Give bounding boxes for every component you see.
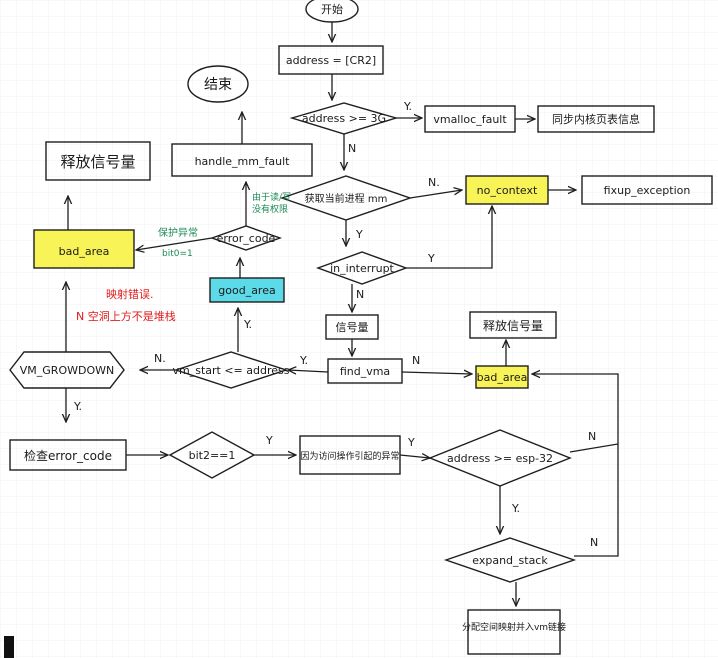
edge-label-y9: Y.	[511, 502, 520, 515]
find-vma-label: find_vma	[340, 365, 390, 378]
annotation-mapping-error: 映射错误.	[106, 287, 154, 301]
release-signal-right-label: 释放信号量	[483, 318, 543, 333]
release-signal-left-label: 释放信号量	[60, 153, 135, 171]
vm-start-cond-label: vm_start <= address	[173, 364, 290, 377]
bad-area-left-label: bad_area	[59, 245, 110, 258]
end-node	[187, 65, 249, 103]
end-label: 结束	[204, 77, 232, 93]
edge-expand-no	[574, 444, 619, 557]
no-context-label: no_context	[477, 184, 538, 197]
bad-area-right-node	[475, 365, 529, 389]
edge-interrupt-no-context	[406, 206, 492, 269]
no-context-highlight	[466, 176, 548, 204]
alloc-map-label: 分配空间映射并入vm链接	[462, 621, 566, 633]
address-label: address = [CR2]	[286, 54, 376, 67]
handle-mm-fault-label: handle_mm_fault	[195, 155, 291, 168]
semaphore-label: 信号量	[336, 321, 369, 334]
address-esp-node	[428, 429, 572, 487]
get-mm-label: 获取当前进程 mm	[305, 192, 388, 205]
cond-addr-3g-label: address >= 3G	[302, 112, 386, 125]
vm-start-cond-node	[173, 351, 289, 389]
good-area-highlight	[210, 278, 284, 302]
edge-errorcode-badarea	[136, 237, 213, 250]
annotation-read-write: 由于读/写	[252, 191, 291, 203]
good-area-node	[209, 277, 285, 303]
fixup-exception-node	[581, 175, 713, 205]
edge-label-n7: N	[590, 536, 598, 549]
edge-user-esp	[399, 455, 430, 458]
good-area-label: good_area	[218, 284, 275, 297]
start-label: 开始	[321, 2, 343, 16]
edge-label-y8: Y	[407, 436, 415, 449]
bad-area-left-node	[33, 229, 135, 269]
vmalloc-fault-label: vmalloc_fault	[433, 113, 507, 126]
edge-label-y3: Y	[427, 252, 435, 265]
expand-stack-label: expand_stack	[472, 554, 548, 567]
edge-label-y1: Y.	[403, 100, 412, 113]
edge-label-n3: N	[356, 288, 364, 301]
annotation-red-note: N 空洞上方不是堆栈	[76, 309, 176, 323]
cursor-block	[4, 636, 14, 658]
annotation-write-protect: 保护异常	[158, 226, 198, 239]
edge-esp-no	[532, 374, 619, 453]
edge-findvma-badarea	[401, 372, 472, 374]
error-code-label: error_code	[217, 232, 276, 245]
edge-label-n5: N	[412, 354, 420, 367]
error-code-node	[209, 225, 283, 251]
sync-kernel-label: 同步内核页表信息	[552, 112, 640, 126]
edge-label-n1: N	[348, 142, 356, 155]
expand-stack-node	[443, 537, 577, 583]
edge-label-n4: N.	[154, 352, 166, 365]
alloc-map-node	[467, 609, 561, 655]
edge-mm-no-context	[409, 190, 462, 199]
edge-findvma-vmstart	[288, 370, 329, 372]
bit2-label: bit2==1	[189, 449, 236, 462]
edge-label-y4: Y.	[299, 354, 308, 367]
address-node	[278, 45, 384, 75]
edge-label-y6: Y.	[73, 400, 82, 413]
bad-area-right-highlight	[476, 366, 528, 388]
annotation-bit0: bit0=1	[162, 249, 193, 259]
annotation-no-permission: 没有权限	[252, 203, 288, 215]
edge-label-y2: Y	[355, 228, 363, 241]
find-vma-node	[327, 358, 403, 384]
bad-area-right-label: bad_area	[477, 371, 528, 384]
release-signal-right-node	[469, 311, 557, 339]
edge-label-n2: N.	[428, 176, 440, 189]
edge-label-n6: N	[588, 430, 596, 443]
in-interrupt-label: in_interrupt	[330, 262, 394, 275]
check-error-code-label: 检查error_code	[24, 448, 112, 463]
bad-area-left-highlight	[34, 230, 134, 268]
release-signal-left-node	[45, 141, 151, 181]
fixup-exception-label: fixup_exception	[604, 184, 691, 197]
vm-growdown-node	[9, 351, 125, 389]
edge-label-y7: Y	[265, 434, 273, 447]
user-space-label: 因为访问操作引起的异常	[300, 450, 399, 462]
vm-growdown-label: VM_GROWDOWN	[20, 364, 114, 377]
address-esp-label: address >= esp-32	[447, 452, 553, 465]
sync-kernel-node	[537, 105, 655, 133]
edge-label-y5: Y.	[243, 318, 252, 331]
